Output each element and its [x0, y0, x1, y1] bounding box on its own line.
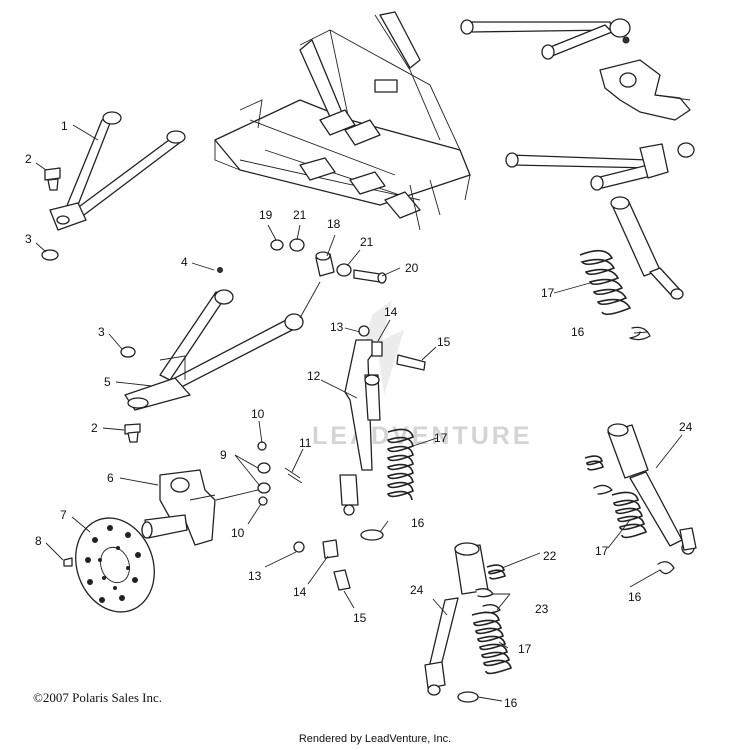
callout-12: 12 — [307, 369, 321, 383]
callout-20: 20 — [405, 261, 419, 275]
upper-a-arm-left — [49, 111, 186, 231]
spring-top-right — [579, 249, 632, 316]
spring-22-bottom — [486, 564, 506, 580]
callout-16-center: 16 — [411, 516, 425, 530]
callout-13-bottom: 13 — [248, 569, 262, 583]
ball-joint-2-top — [44, 167, 61, 191]
center-shock-12 — [339, 339, 381, 516]
spring-22-right — [584, 455, 604, 471]
retainer-16-bottom — [457, 691, 479, 703]
callout-22: 22 — [543, 549, 557, 563]
callout-14-top: 14 — [384, 305, 398, 319]
callout-17-center: 17 — [434, 431, 448, 445]
spring-17-bottom — [471, 611, 512, 675]
rear-shock-24-bottom — [424, 542, 489, 696]
fasteners-9-10-11 — [257, 441, 303, 506]
bolt-15-bottom — [333, 569, 351, 591]
callout-24-bottom: 24 — [410, 583, 424, 597]
spring-center-17 — [386, 428, 414, 501]
callout-16-top-right: 16 — [571, 325, 585, 339]
bushing-14-top — [371, 341, 383, 357]
callout-13-top: 13 — [330, 320, 344, 334]
callout-1: 1 — [61, 119, 68, 133]
callout-3-bottom: 3 — [98, 325, 105, 339]
leader-lines — [35, 124, 683, 702]
snap-ring-3-top — [41, 249, 59, 261]
callout-labels: 1 2 3 4 3 5 2 6 7 8 9 10 10 11 12 13 13 … — [25, 119, 693, 710]
watermark-text: LEADVENTURE — [312, 422, 533, 450]
snap-ring-3-bottom — [120, 346, 136, 358]
clips-23-bottom — [475, 588, 501, 614]
callout-10-bottom: 10 — [231, 526, 245, 540]
frame-assembly — [214, 11, 471, 231]
callout-14-bottom: 14 — [293, 585, 307, 599]
callout-8: 8 — [35, 534, 42, 548]
callout-11: 11 — [299, 436, 312, 450]
clip-23-right — [593, 484, 613, 495]
bolt-4 — [217, 267, 223, 273]
brake-disc-7 — [75, 517, 155, 613]
callout-17-right: 17 — [595, 544, 609, 558]
spring-17-right — [611, 491, 647, 539]
callout-9: 9 — [220, 448, 227, 462]
callout-15-bottom: 15 — [353, 611, 367, 625]
steering-knuckle-right — [599, 59, 691, 121]
callout-16-bottom: 16 — [504, 696, 518, 710]
callout-10-top: 10 — [251, 407, 265, 421]
pivot-hardware — [270, 238, 387, 284]
callout-2-bottom: 2 — [91, 421, 98, 435]
callout-21-top: 21 — [293, 208, 307, 222]
callout-4: 4 — [181, 255, 188, 269]
rear-shock-24-right — [607, 423, 697, 555]
callout-5: 5 — [104, 375, 111, 389]
lower-a-arm-right — [505, 142, 695, 191]
callout-19: 19 — [259, 208, 273, 222]
retainer-clip-top-right — [629, 326, 651, 341]
retainer-16-center — [360, 529, 384, 541]
lower-a-arm-left — [124, 289, 304, 411]
screw-8 — [63, 557, 73, 567]
callout-15-top: 15 — [437, 335, 451, 349]
washer-13-top — [358, 325, 370, 337]
front-shock-right — [610, 196, 684, 300]
callout-18: 18 — [327, 217, 341, 231]
washer-13-bottom — [293, 541, 305, 553]
bushing-14-bottom — [322, 539, 339, 559]
upper-a-arm-right — [460, 18, 631, 60]
bolt-15-top — [396, 354, 426, 371]
steering-knuckle-6 — [141, 469, 216, 546]
rendered-by-text: Rendered by LeadVenture, Inc. — [298, 733, 452, 745]
callout-6: 6 — [107, 471, 114, 485]
ball-joint-2-bottom — [124, 423, 141, 443]
copyright-text: ©2007 Polaris Sales Inc. — [33, 690, 163, 705]
callout-17-bottom: 17 — [518, 642, 532, 656]
callout-21-center: 21 — [360, 235, 374, 249]
retainer-16-right — [657, 561, 675, 575]
callout-2-top: 2 — [25, 152, 32, 166]
callout-23: 23 — [535, 602, 549, 616]
callout-16-right: 16 — [628, 590, 642, 604]
callout-17-top-right: 17 — [541, 286, 555, 300]
callout-24-right: 24 — [679, 420, 693, 434]
callout-7: 7 — [60, 508, 67, 522]
callout-3-top: 3 — [25, 232, 32, 246]
